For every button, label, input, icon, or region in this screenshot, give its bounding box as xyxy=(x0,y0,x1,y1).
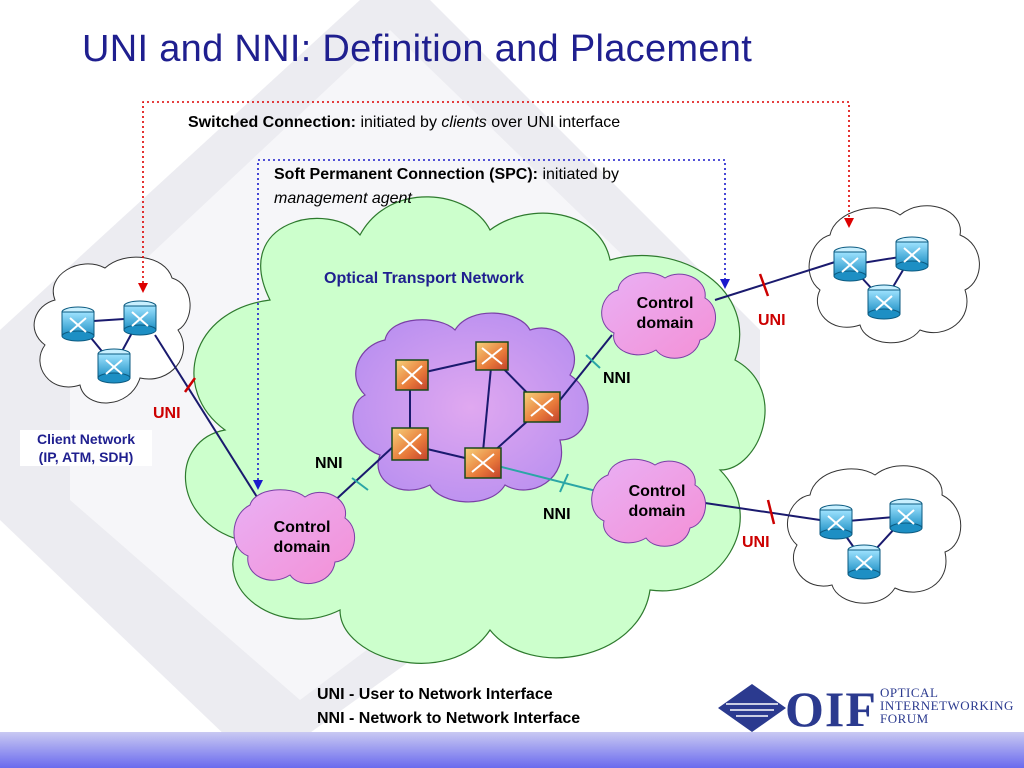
control-domain-bottom xyxy=(591,458,707,547)
spc-heading: Soft Permanent Connection (SPC): xyxy=(274,166,539,183)
legend-uni: UNI - User to Network Interface xyxy=(317,686,553,703)
control-domain-left-label: Control domain xyxy=(254,518,350,558)
uni-label-top-right: UNI xyxy=(758,312,786,329)
control-domain-top-line1: Control xyxy=(636,295,694,312)
switched-connection-emphasis: clients xyxy=(441,114,487,131)
nni-tick-top xyxy=(585,354,601,369)
control-domain-top xyxy=(601,272,717,359)
oif-logo-diamond xyxy=(718,684,786,732)
router-top-right-1 xyxy=(833,246,867,282)
control-domain-bottom-line1: Control xyxy=(628,483,686,500)
spc-arrow-left xyxy=(253,480,263,490)
uni-label-left: UNI xyxy=(153,405,181,422)
nni-tick-left xyxy=(351,477,369,491)
oif-logo-line1: OPTICAL xyxy=(880,685,939,700)
oif-logo-line2: INTERNETWORKING xyxy=(880,698,1014,713)
nni-ticks xyxy=(351,354,601,493)
oif-logo-line3: FORUM xyxy=(880,711,929,726)
switched-arrow-right xyxy=(844,218,854,228)
link-bottom-control-to-client xyxy=(704,502,821,521)
optical-switch-2 xyxy=(475,341,509,371)
link-core-to-bottom-control xyxy=(481,461,613,496)
link-left-control-to-core xyxy=(329,444,396,506)
spc-emphasis: management agent xyxy=(274,190,412,207)
link-top-control-to-client xyxy=(714,261,836,301)
switched-arrow-left xyxy=(138,283,148,293)
control-domain-top-label: Control domain xyxy=(620,294,710,334)
uni-label-bottom-right: UNI xyxy=(742,534,770,551)
client-network-label: Client Network (IP, ATM, SDH) xyxy=(20,430,152,466)
page-title: UNI and NNI: Definition and Placement xyxy=(82,28,753,70)
router-top-right-3 xyxy=(867,284,901,320)
optical-switch-3 xyxy=(523,391,561,423)
router-left-3 xyxy=(97,348,131,384)
control-domain-top-line2: domain xyxy=(636,315,694,332)
router-left-2 xyxy=(123,300,157,336)
control-domain-left-line2: domain xyxy=(273,539,331,556)
legend-nni: NNI - Network to Network Interface xyxy=(317,710,581,727)
switched-connection-path xyxy=(142,101,850,288)
control-domain-left xyxy=(233,489,355,584)
switched-connection-label: Switched Connection: initiated by client… xyxy=(188,114,620,132)
nni-label-top: NNI xyxy=(603,370,631,387)
router-top-right-2 xyxy=(895,236,929,272)
client-cloud-left xyxy=(33,256,191,404)
oif-logo-words: OPTICAL INTERNETWORKING FORUM xyxy=(880,686,1014,725)
optical-switch-1 xyxy=(395,359,429,391)
link-core-to-top-control xyxy=(559,334,613,401)
otn-label: Optical Transport Network xyxy=(324,270,525,287)
switched-connection-text-after: over UNI interface xyxy=(491,114,621,131)
nni-label-bottom: NNI xyxy=(543,506,571,523)
spc-text: initiated by xyxy=(542,166,619,183)
client-cloud-top-right xyxy=(808,205,980,344)
client-cloud-bottom-right xyxy=(786,465,962,604)
uni-tick-left xyxy=(183,377,197,393)
client-network-line2: (IP, ATM, SDH) xyxy=(38,449,134,465)
footer-bar xyxy=(0,732,1024,768)
router-bottom-right-1 xyxy=(819,504,853,540)
uni-tick-bottom-right xyxy=(766,499,776,525)
uni-ticks xyxy=(183,273,776,525)
router-left-1 xyxy=(61,306,95,342)
switched-connection-heading: Switched Connection: xyxy=(188,114,356,131)
core-link-4 xyxy=(481,356,493,463)
router-bottom-right-3 xyxy=(847,544,881,580)
nni-tick-bottom xyxy=(559,473,569,493)
link-left-client-to-control xyxy=(154,334,263,506)
spc-arrow-right xyxy=(720,279,730,289)
client-network-line1: Client Network xyxy=(36,431,135,447)
control-domain-left-line1: Control xyxy=(273,519,331,536)
control-domain-bottom-label: Control domain xyxy=(612,482,702,522)
control-domain-bottom-line2: domain xyxy=(628,503,686,520)
spc-label: Soft Permanent Connection (SPC): initiat… xyxy=(274,166,619,184)
switched-connection-text-before: initiated by xyxy=(360,114,437,131)
optical-switch-4 xyxy=(391,427,429,461)
oif-logo-mark: OIF xyxy=(785,681,877,737)
uni-tick-top-right xyxy=(758,273,770,297)
router-bottom-right-2 xyxy=(889,498,923,534)
optical-switch-5 xyxy=(464,447,502,479)
nni-label-left: NNI xyxy=(315,455,343,472)
